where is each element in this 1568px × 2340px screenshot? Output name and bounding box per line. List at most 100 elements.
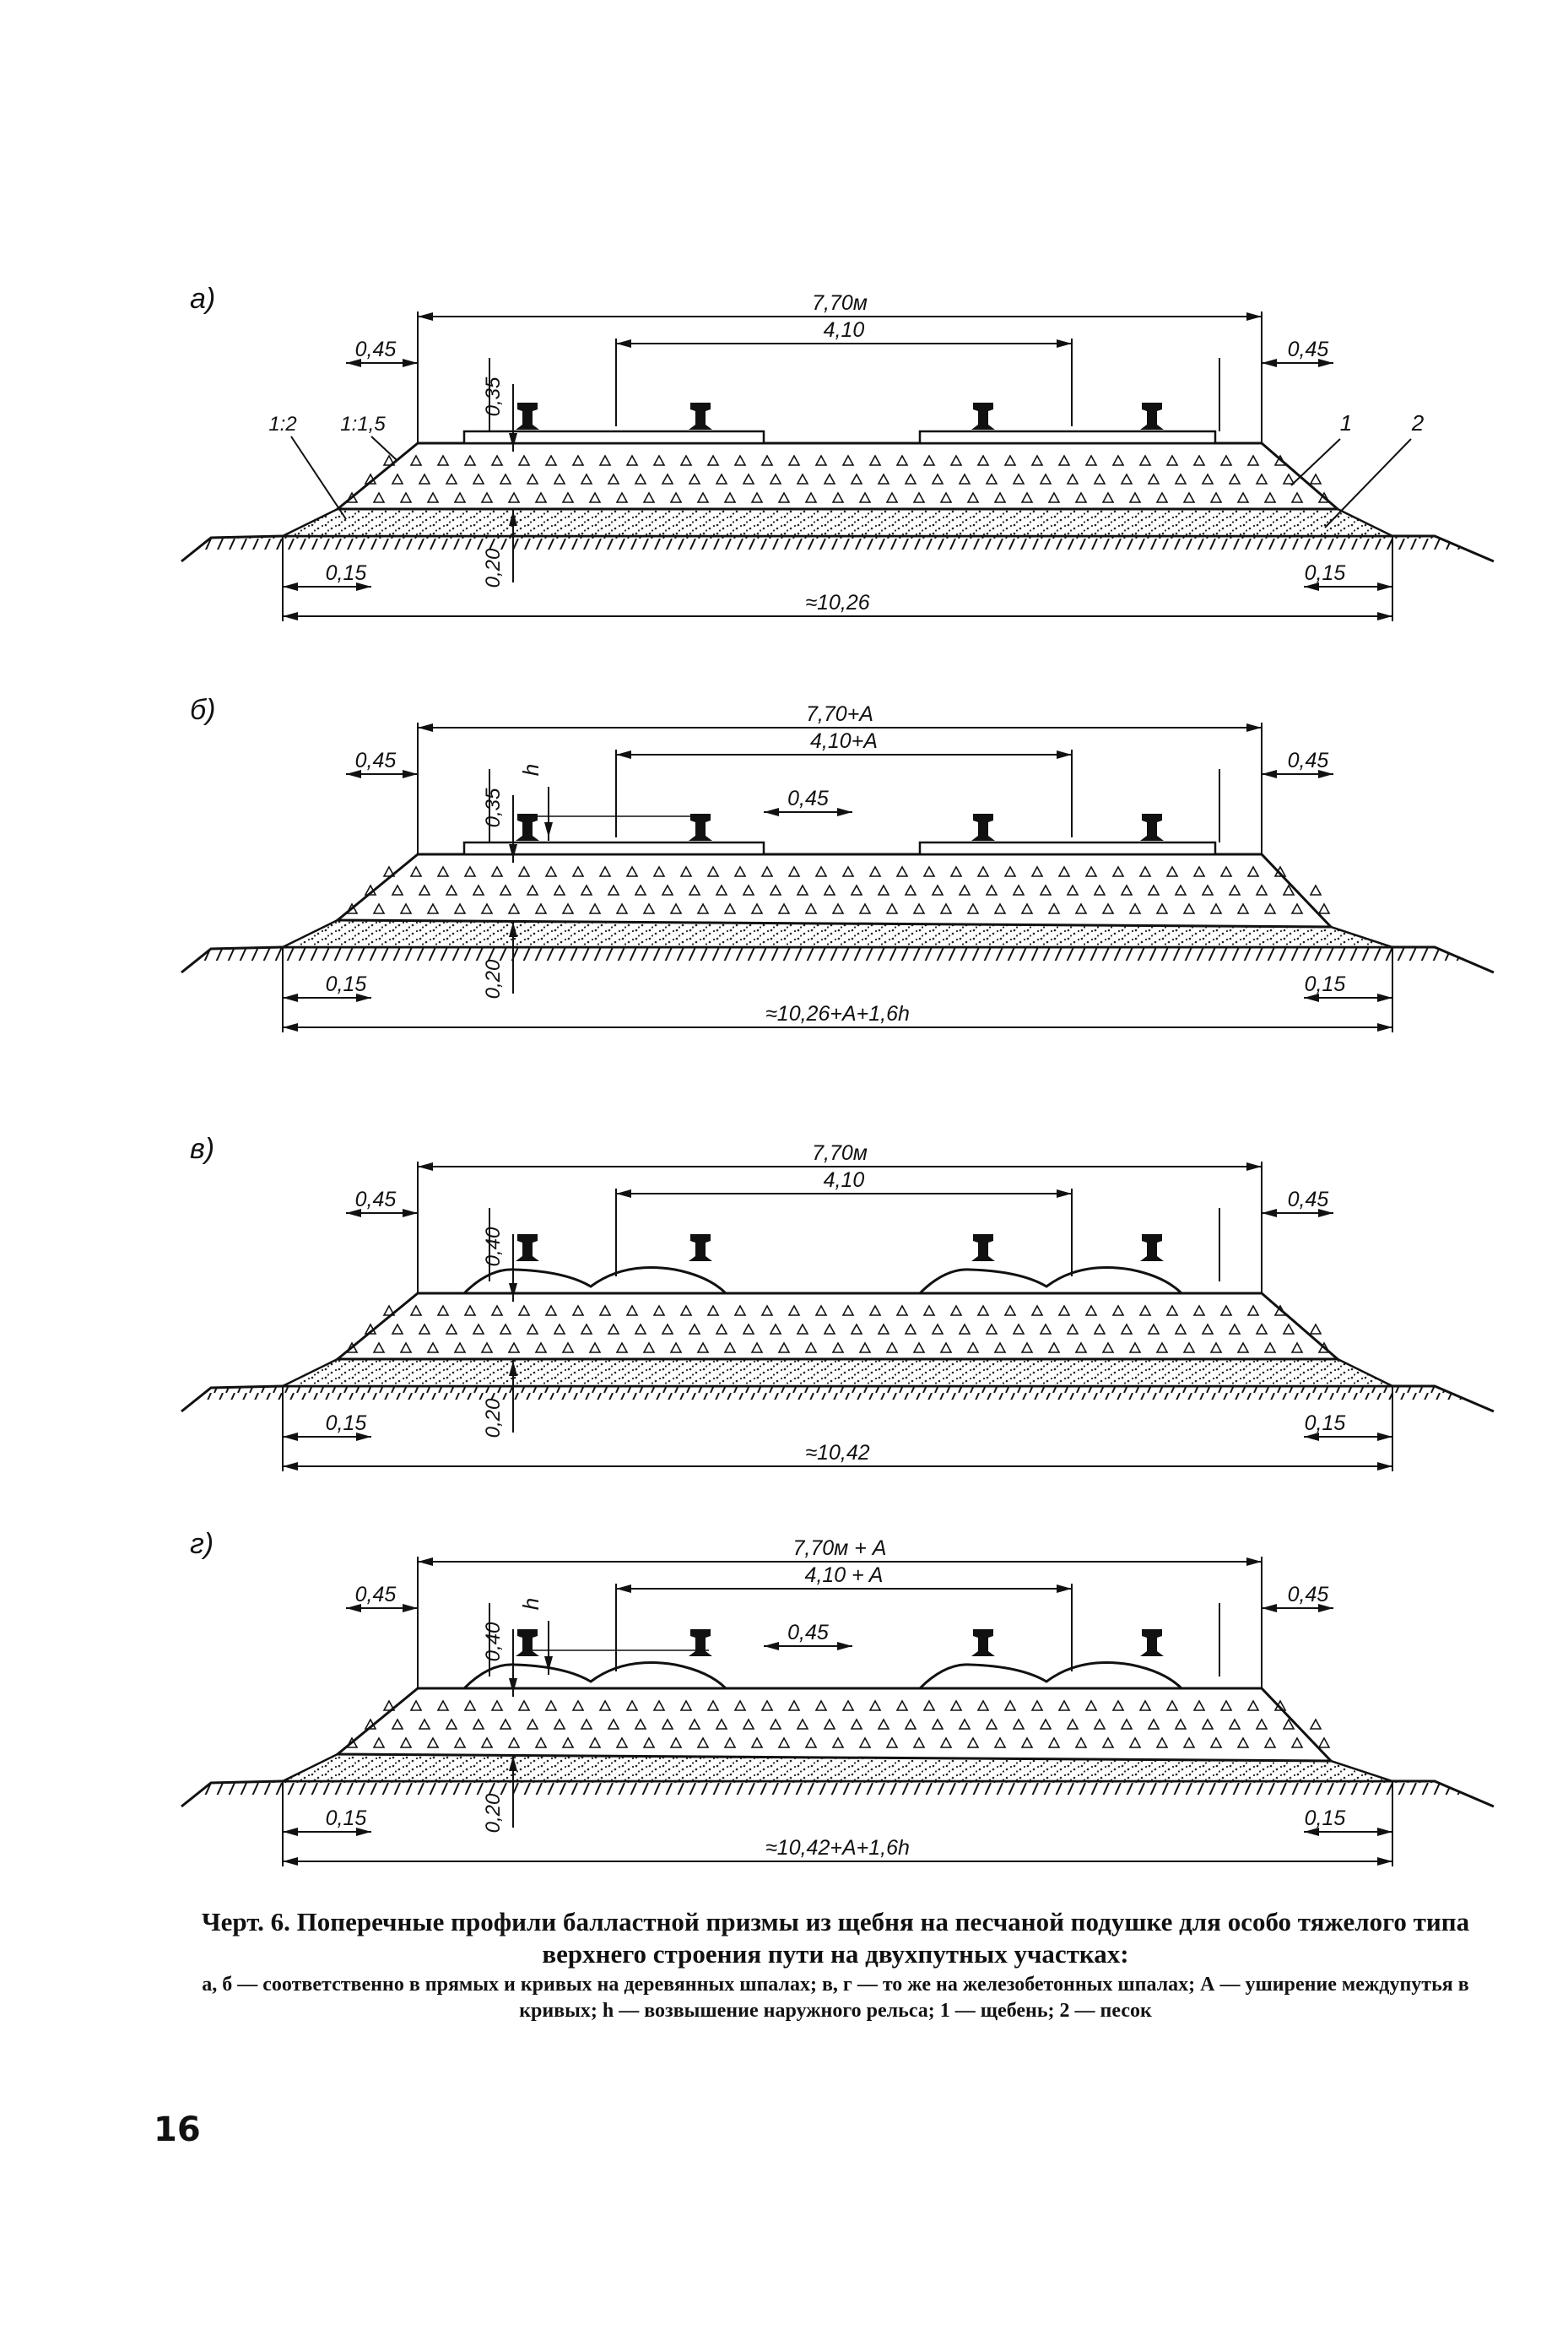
ballast-grain <box>661 1323 674 1335</box>
arrow-head <box>764 808 779 816</box>
ballast-grain <box>688 1323 701 1335</box>
ballast-prism <box>333 1687 1334 1763</box>
ballast-grain <box>841 865 855 877</box>
ballast-grain <box>418 1718 431 1730</box>
callout-2-leader <box>1324 438 1412 528</box>
ballast-grain <box>841 454 855 466</box>
ballast-grain <box>1282 1323 1295 1335</box>
ballast-grain <box>976 1699 990 1711</box>
ballast-grain <box>345 902 359 914</box>
ballast-grain <box>1309 1718 1322 1730</box>
arrow-head <box>1057 339 1072 348</box>
ballast-grain <box>1236 1341 1250 1353</box>
ballast-grain <box>1155 1341 1169 1353</box>
ballast-grain <box>1263 902 1277 914</box>
ballast-grain <box>949 865 963 877</box>
ballast-grain <box>1012 473 1025 485</box>
ballast-grain <box>841 1699 855 1711</box>
dim-total-top-label: 7,70м <box>812 291 868 315</box>
ballast-grain <box>580 884 593 896</box>
ballast-grain <box>1147 884 1160 896</box>
ballast-grain <box>1030 1304 1044 1316</box>
ballast-grain <box>831 1341 845 1353</box>
arrow-head <box>403 359 418 367</box>
arrow-head <box>403 770 418 778</box>
ballast-grain <box>534 1341 548 1353</box>
ballast-grain <box>787 1304 801 1316</box>
ballast-grain <box>463 454 477 466</box>
ballast-grain <box>1047 902 1061 914</box>
ballast-grain <box>1201 884 1214 896</box>
ballast-grain <box>372 491 386 503</box>
arrow-head <box>418 723 433 732</box>
ballast-grain <box>958 473 971 485</box>
ballast-grain <box>372 902 386 914</box>
ballast-grain <box>1101 491 1115 503</box>
ballast-grain <box>1192 454 1206 466</box>
ballast-grain <box>1209 902 1223 914</box>
ballast-grain <box>939 491 953 503</box>
callout-1-leader <box>1290 438 1341 486</box>
arrow-head <box>403 1209 418 1217</box>
ballast-grain <box>436 1304 450 1316</box>
ballast-grain <box>1165 1699 1179 1711</box>
ballast-grain <box>814 1699 828 1711</box>
ballast-grain <box>1128 1341 1142 1353</box>
ballast-prism <box>333 853 1334 929</box>
ballast-grain <box>750 1736 764 1748</box>
arrow-head <box>1377 612 1392 620</box>
arrow-head <box>283 1462 298 1471</box>
ballast-grain <box>418 473 431 485</box>
ballast-grain <box>1246 454 1260 466</box>
ballast-grain <box>1120 473 1133 485</box>
ballast-grain <box>544 865 558 877</box>
arrow-head <box>356 582 371 591</box>
ballast-grain <box>571 1699 585 1711</box>
arrow-head <box>1246 1557 1262 1566</box>
dim-base-width-label: ≈10,42+A+1,6h <box>765 1836 910 1860</box>
ballast-grain <box>499 884 512 896</box>
arrow-head <box>283 612 298 620</box>
ballast-grain <box>1066 884 1079 896</box>
ballast-grain <box>715 1323 728 1335</box>
arrow-head <box>544 1656 553 1671</box>
ballast-grain <box>463 1699 477 1711</box>
ballast-grain <box>661 884 674 896</box>
ballast-grain <box>877 473 890 485</box>
ballast-grain <box>1209 1341 1223 1353</box>
sand-layer <box>282 507 1393 538</box>
ballast-grain <box>517 1699 531 1711</box>
dim-left-edge-label: 0,15 <box>326 972 367 996</box>
ballast-grain <box>1255 473 1268 485</box>
arrow-head <box>1377 1828 1392 1836</box>
ballast-grain <box>1228 473 1241 485</box>
ballast-grain <box>1138 454 1152 466</box>
callout-2: 2 <box>1411 410 1425 436</box>
arrow-head <box>346 770 361 778</box>
ballast-grain <box>1120 1718 1133 1730</box>
ballast-grain <box>553 1323 566 1335</box>
dim-ballast-depth-label: 0,40 <box>482 1622 505 1661</box>
ballast-grain <box>993 1341 1007 1353</box>
arrow-head <box>509 844 517 859</box>
ballast-grain <box>760 1699 774 1711</box>
ballast-grain <box>1282 884 1295 896</box>
ballast-grain <box>1282 1718 1295 1730</box>
dim-left-shoulder-label: 0,45 <box>355 749 397 772</box>
ballast-grain <box>517 454 531 466</box>
ballast-grain <box>966 902 980 914</box>
ballast-grain <box>1074 1341 1088 1353</box>
arrow-head <box>837 808 852 816</box>
ballast-grain <box>976 865 990 877</box>
ballast-grain <box>1030 865 1044 877</box>
ballast-grain <box>634 1718 647 1730</box>
ballast-grain <box>823 1718 836 1730</box>
ballast-grain <box>1228 884 1241 896</box>
arrow-head <box>1377 582 1392 591</box>
ballast-grain <box>580 1718 593 1730</box>
ballast-grain <box>750 902 764 914</box>
arrow-head <box>1262 1604 1277 1612</box>
ballast-grain <box>409 865 423 877</box>
ballast-grain <box>1174 473 1187 485</box>
